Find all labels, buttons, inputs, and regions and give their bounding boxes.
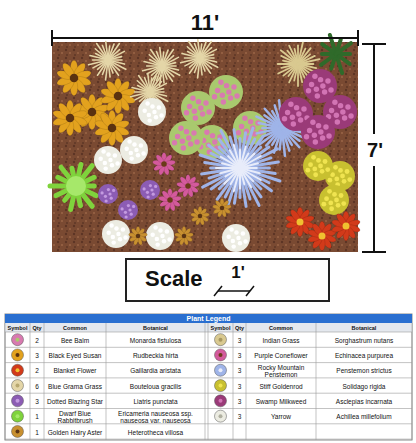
table-cell: Bee Balm: [44, 332, 106, 347]
table-cell: Indian Grass: [246, 332, 316, 347]
dimension-label: 7': [362, 136, 388, 164]
mulch-bed: [52, 42, 358, 252]
table-cell: 3: [233, 347, 246, 362]
plant: [307, 221, 337, 250]
table-cell: Botanical: [106, 323, 205, 332]
flower-clump: [303, 151, 333, 181]
scale-box: Scale: [125, 258, 330, 302]
flower-clump: [319, 185, 349, 215]
table-cell: Blue Grama Grass: [44, 378, 106, 393]
flower-clump: [222, 224, 250, 252]
table-cell: Symbol: [5, 323, 30, 332]
table-cell: Echinacea purpurea: [316, 347, 412, 362]
table-cell: 1: [30, 424, 44, 439]
table-cell: 3: [233, 363, 246, 378]
plant: [212, 199, 231, 218]
table-cell: Swamp Milkweed: [246, 393, 316, 408]
table-cell: Achillea millefolium: [316, 409, 412, 424]
grass-plant: [216, 145, 261, 191]
table-cell: Penstemon strictus: [316, 363, 412, 378]
plant: [190, 207, 209, 226]
table-cell: 3: [30, 347, 44, 362]
flower-clump: [146, 222, 174, 250]
grass-plant: [89, 42, 126, 80]
table-cell: Rudbeckia hirta: [106, 347, 205, 362]
table-cell: Blanket Flower: [44, 363, 106, 378]
scale-label: Scale: [127, 260, 203, 292]
table-cell: Botanical: [316, 323, 412, 332]
scale-bar: [214, 286, 254, 296]
flower-clump: [94, 146, 122, 174]
legend-table: [5, 314, 412, 440]
flower-clump: [118, 200, 138, 220]
table-cell: 3: [233, 393, 246, 408]
flower-clump: [138, 98, 166, 126]
plant: [158, 188, 182, 211]
table-cell: Gaillardia aristata: [106, 363, 205, 378]
flower-clump: [98, 184, 118, 204]
dimension-label: 11': [180, 10, 230, 36]
plant: [56, 60, 92, 96]
table-cell: Black Eyed Susan: [44, 347, 106, 362]
table-cell: Common: [246, 323, 316, 332]
table-cell: Symbol: [208, 323, 233, 332]
grass-plant: [321, 35, 351, 73]
flower-clump: [209, 75, 243, 109]
plant: [128, 227, 147, 246]
table-cell: Golden Hairy Aster: [44, 424, 106, 439]
table-cell: 2: [30, 332, 44, 347]
table-cell: 3: [233, 332, 246, 347]
table-cell: 3: [233, 378, 246, 393]
plant: [174, 227, 193, 246]
table-cell: Yarrow: [246, 409, 316, 424]
table-cell: 3: [233, 409, 246, 424]
table-cell: Purple Coneflower: [246, 347, 316, 362]
table-cell: Liatris punctata: [106, 393, 205, 408]
table-cell: Bouteloua gracilis: [106, 378, 205, 393]
table-cell: Dwarf Blue Rabbitbrush: [44, 409, 106, 424]
plant: [52, 100, 88, 136]
table-cell: 1: [30, 409, 44, 424]
table-cell: Heterotheca villosa: [106, 424, 205, 439]
table-cell: Asclepias incarnata: [316, 393, 412, 408]
table-cell: 2: [30, 363, 44, 378]
dimension-label: 1': [226, 262, 250, 284]
table-cell: Common: [44, 323, 106, 332]
flower-clump: [169, 121, 203, 155]
table-cell: Monarda fistulosa: [106, 332, 205, 347]
table-cell: Stiff Goldenrod: [246, 378, 316, 393]
table-cell: Sorghastrum nutans: [316, 332, 412, 347]
plant: [331, 211, 361, 240]
table-cell: Rocky Mountain Penstemon: [246, 363, 316, 378]
table-cell: Solidago rigida: [316, 378, 412, 393]
plant: [176, 174, 200, 197]
flower-clump: [120, 136, 148, 164]
table-cell: Qty: [30, 323, 44, 332]
table-cell: Dotted Blazing Star: [44, 393, 106, 408]
flower-clump: [140, 180, 160, 200]
legend-title: Plant Legend: [5, 314, 412, 323]
plant-layer: [50, 35, 361, 252]
table-cell: Ericameria nauseosa ssp. nauseosa var. n…: [106, 409, 205, 424]
plant: [152, 152, 176, 175]
table-cell: 6: [30, 378, 44, 393]
flower-clump: [301, 115, 335, 149]
grass-plant: [50, 164, 96, 209]
grass-plant: [181, 40, 218, 78]
table-cell: Qty: [233, 323, 246, 332]
grass-plant: [200, 128, 280, 208]
table-cell: 3: [30, 393, 44, 408]
dimension-lines: [52, 30, 386, 252]
flower-clump: [102, 220, 130, 248]
